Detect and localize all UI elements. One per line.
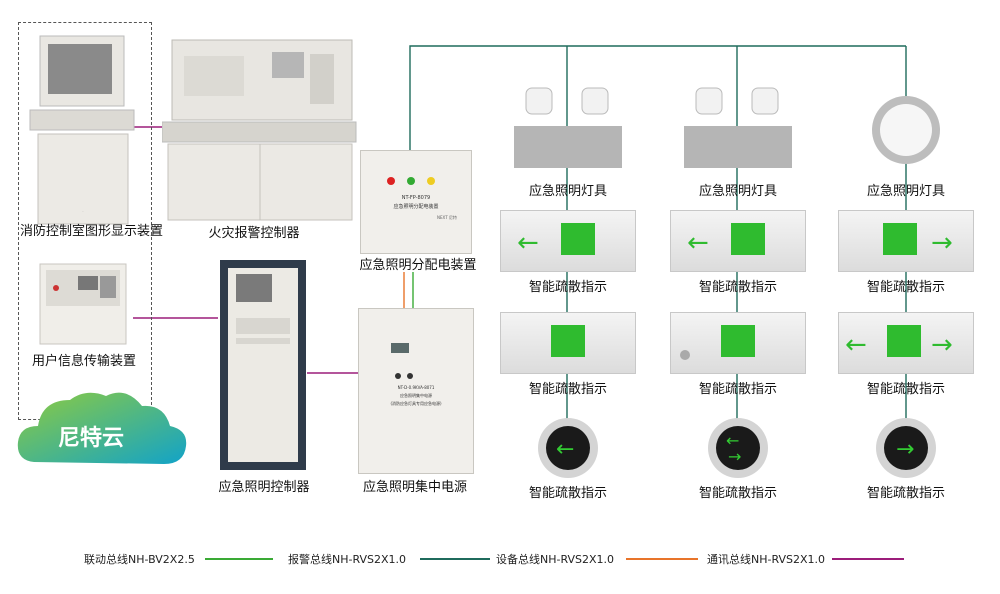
legend-line-alarm: [420, 558, 490, 560]
svg-text:←: ←: [726, 431, 739, 450]
col3-lamp-label: 应急照明灯具: [866, 184, 945, 199]
col1-sign1-label: 智能疏散指示: [528, 280, 607, 295]
svg-text:←: ←: [845, 330, 867, 360]
graphic-display-label: 消防控制室图形显示装置: [20, 224, 164, 239]
floor-sign-left-icon: ←: [538, 418, 598, 478]
svg-text:→: →: [931, 228, 953, 258]
distribution-box-plate: 应急照明分配电装置: [393, 204, 439, 210]
round-ceiling-lamp-icon: [872, 96, 940, 164]
distribution-box-model: NT-FP-8079: [401, 195, 431, 201]
legend-line-linkage: [205, 558, 273, 560]
graphic-display-device: .: [29, 35, 135, 225]
distribution-box-device: NT-FP-8079 应急照明分配电装置 NEXT 尼特: [360, 150, 472, 254]
yellow-indicator-icon: [427, 177, 435, 185]
legend-line-device: [626, 558, 698, 560]
fire-alarm-controller-label: 火灾报警控制器: [208, 226, 300, 241]
col1-lamp-label: 应急照明灯具: [528, 184, 607, 199]
svg-text:←: ←: [687, 228, 709, 258]
svg-text:→: →: [728, 447, 741, 466]
red-indicator-icon: [387, 177, 395, 185]
svg-text:→: →: [896, 437, 914, 462]
cloud-label: 尼特云: [58, 426, 125, 451]
svg-text:.: .: [83, 209, 84, 213]
central-power-note: (消防应急灯具专用应急电源): [390, 401, 442, 406]
distribution-box-label: 应急照明分配电装置: [359, 258, 477, 273]
col2-exit-sign-2: [670, 312, 806, 374]
em-light-controller-device: [220, 260, 306, 470]
user-info-device: [39, 263, 127, 345]
floor-sign-bidirectional-icon: ← →: [708, 418, 768, 478]
twin-spot-lamp-icon: [514, 87, 622, 168]
em-light-controller-label: 应急照明控制器: [218, 480, 310, 495]
svg-text:←: ←: [517, 228, 539, 258]
legend-label-linkage: 联动总线NH-BV2X2.5: [84, 553, 195, 566]
legend-label-device: 设备总线NH-RVS2X1.0: [496, 553, 615, 566]
power-knob-icon: [395, 373, 401, 379]
central-power-label: 应急照明集中电源: [362, 480, 467, 495]
central-power-model: NT-D-0.9KVA-8071: [397, 385, 435, 390]
col3-sign2-label: 智能疏散指示: [866, 382, 945, 397]
col3-exit-sign-1: →: [838, 210, 974, 272]
col2-floor-label: 智能疏散指示: [698, 486, 777, 501]
power-knob-icon: [407, 373, 413, 379]
col1-exit-sign-2: [500, 312, 636, 374]
col2-exit-sign-1: ←: [670, 210, 806, 272]
col3-sign1-label: 智能疏散指示: [866, 280, 945, 295]
fire-alarm-controller-device: [162, 39, 357, 221]
col1-sign2-label: 智能疏散指示: [528, 382, 607, 397]
central-power-plate: 应急照明集中电源: [400, 393, 432, 398]
twin-spot-lamp-icon: [684, 87, 792, 168]
col3-exit-sign-2: ←→: [838, 312, 974, 374]
cloud-icon: [17, 392, 187, 464]
svg-text:←: ←: [556, 437, 574, 462]
legend-line-comm: [832, 558, 904, 560]
power-display: [391, 343, 409, 353]
col2-lamp-label: 应急照明灯具: [698, 184, 777, 199]
central-power-device: NT-D-0.9KVA-8071 应急照明集中电源 (消防应急灯具专用应急电源): [358, 308, 474, 474]
col2-sign1-label: 智能疏散指示: [698, 280, 777, 295]
distribution-box-brand: NEXT 尼特: [437, 215, 457, 220]
col1-exit-sign-1: ←: [500, 210, 636, 272]
col3-floor-label: 智能疏散指示: [866, 486, 945, 501]
col2-sign2-label: 智能疏散指示: [698, 382, 777, 397]
col1-floor-label: 智能疏散指示: [528, 486, 607, 501]
svg-text:→: →: [931, 330, 953, 360]
green-indicator-icon: [407, 177, 415, 185]
legend-label-alarm: 报警总线NH-RVS2X1.0: [288, 553, 407, 566]
legend-label-comm: 通讯总线NH-RVS2X1.0: [707, 553, 826, 566]
floor-sign-right-icon: →: [876, 418, 936, 478]
user-info-device-label: 用户信息传输装置: [31, 354, 136, 369]
